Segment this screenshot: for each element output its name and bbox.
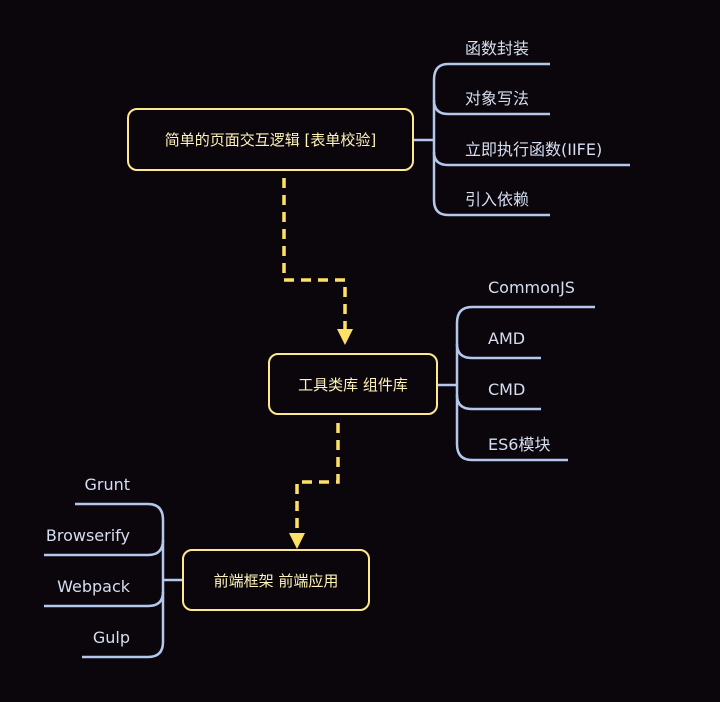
leaf-iife[interactable]: 立即执行函数(IIFE) — [465, 140, 603, 159]
mindmap-node-frontend-frameworks[interactable]: 前端框架 前端应用 — [182, 549, 370, 611]
leaf-gulp[interactable]: Gulp — [92, 628, 130, 647]
leaf-import-dependencies[interactable]: 引入依赖 — [465, 190, 530, 209]
mindmap-node-simple-interaction[interactable]: 简单的页面交互逻辑 [表单校验] — [127, 108, 414, 171]
arrowhead-down-icon — [337, 329, 353, 345]
leaf-browserify[interactable]: Browserify — [45, 526, 130, 545]
mindmap-node-tool-libraries[interactable]: 工具类库 组件库 — [268, 353, 438, 415]
branches-node-3 — [44, 502, 182, 659]
arrowhead-down-icon — [289, 533, 305, 549]
leaf-object-notation[interactable]: 对象写法 — [465, 89, 530, 108]
leaf-grunt[interactable]: Grunt — [84, 475, 130, 494]
leaf-es6-modules[interactable]: ES6模块 — [488, 435, 551, 454]
branches-node-2 — [438, 305, 595, 462]
flow-connector-2-3 — [295, 423, 340, 534]
flow-connector-1-2 — [282, 178, 347, 330]
leaf-webpack[interactable]: Webpack — [57, 577, 130, 596]
leaf-commonjs[interactable]: CommonJS — [488, 278, 575, 297]
leaf-function-encapsulation[interactable]: 函数封装 — [465, 39, 530, 58]
leaf-amd[interactable]: AMD — [488, 329, 526, 348]
leaf-cmd[interactable]: CMD — [488, 380, 526, 399]
branches-node-1 — [414, 62, 630, 217]
